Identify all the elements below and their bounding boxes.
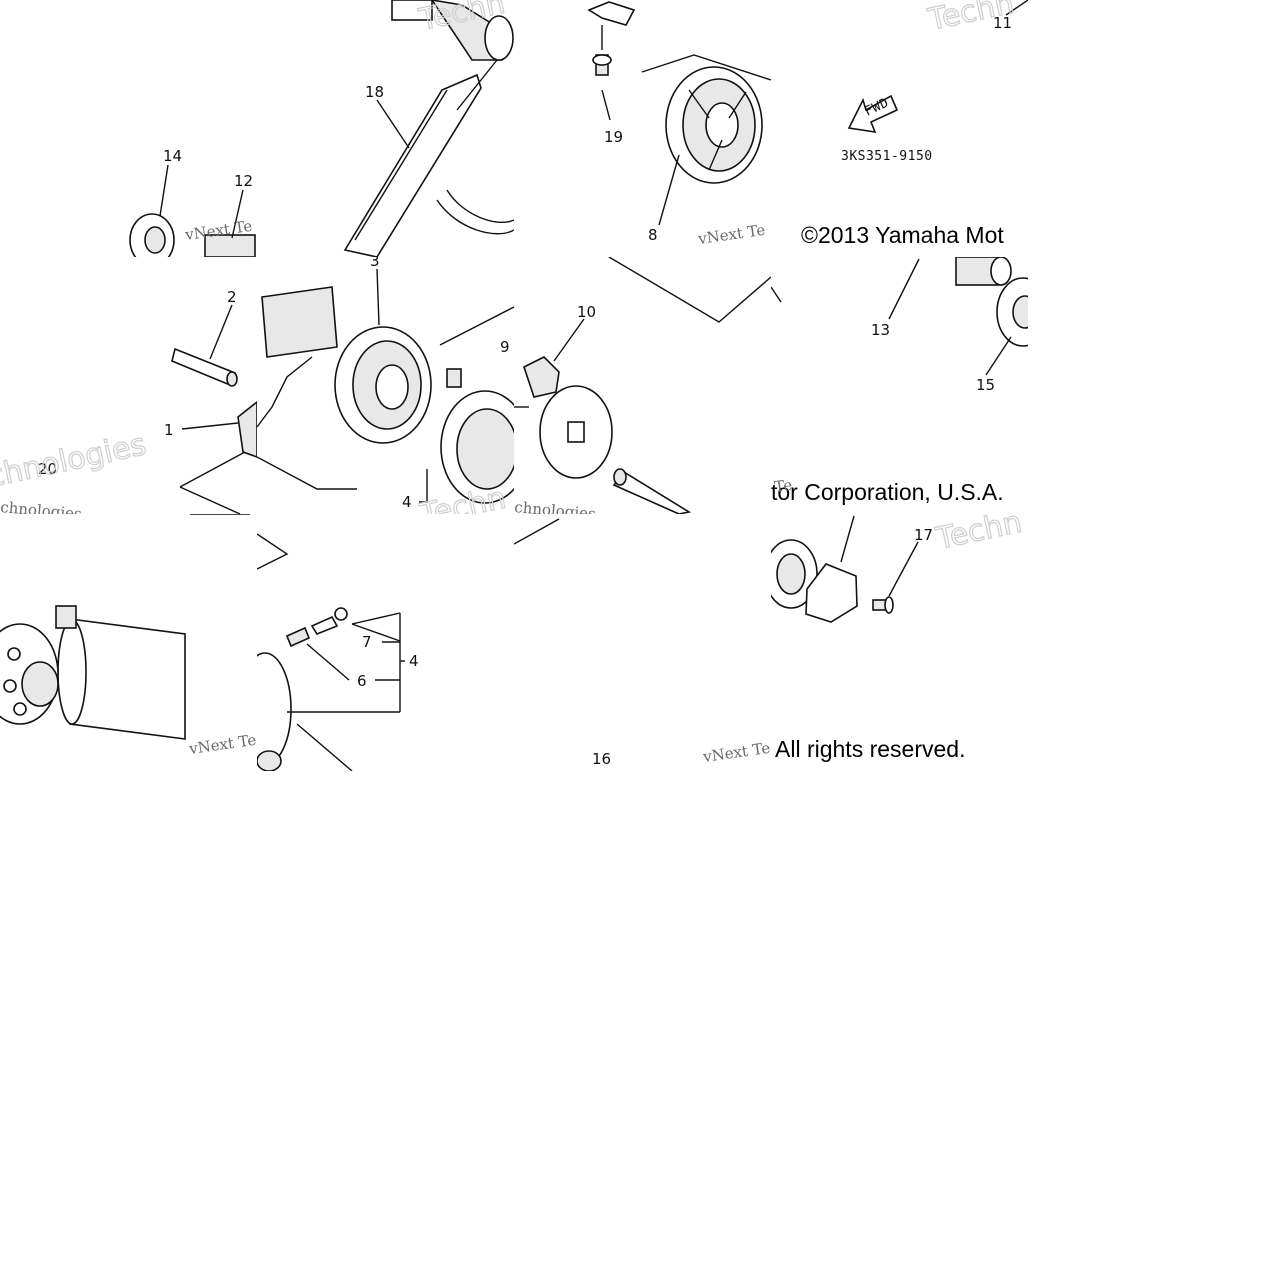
fwd-arrow-icon: FWD [847,94,899,134]
clutch-carrier-part [257,652,292,766]
bearing-part-15 [996,277,1028,347]
tile-r0c1: 18 Techn [257,0,514,257]
weight-part-10 [523,356,560,398]
bushing-part-13 [955,257,1012,286]
callout-17: 17 [914,526,933,544]
tile-r2c2: 16 vNext Te [514,514,771,771]
callout-8: 8 [648,226,658,244]
pressure-plate-part [539,385,613,479]
tile-r1c3: 13 15 tor Corporation, U.S.A. vNext Te [771,257,1028,514]
primary-shaft-part [612,468,692,514]
gear-shaft-part [391,0,514,61]
copyright-line-1: ©2013 Yamaha Mot [801,222,1004,248]
callout-12: 12 [234,172,253,190]
copyright-line-2: tor Corporation, U.S.A. [771,479,1004,505]
clutch-drum-part [440,390,514,504]
callout-18: 18 [365,83,384,101]
reduction-gear-part [0,623,59,725]
watermark-large: Techn [924,0,1017,38]
bolt-19 [592,54,612,76]
sprocket-part-1 [237,400,257,458]
callout-9: 9 [500,338,510,356]
tile-empty [0,0,257,257]
clutch-housing-part [665,66,763,184]
drive-belt-part [436,189,514,235]
callout-20: 20 [38,460,57,478]
callout-7: 7 [362,633,372,651]
gear-part [204,234,256,257]
callout-15: 15 [976,376,995,394]
tile-r1c0: 2 1 20 chnologies chnologies [0,257,257,514]
bearing-part [129,213,175,257]
watermark-text: vNext Te [696,221,766,248]
callout-4a: 4 [402,493,412,511]
copyright-line-3: All rights reserved. [775,736,965,762]
callout-10: 10 [577,303,596,321]
watermark-text: chnologies [0,498,82,514]
drive-chain-part [257,286,338,428]
watermark-text: vNext Te [701,739,771,766]
spring-part-7 [310,607,348,635]
roller-part-6 [285,626,311,648]
tile-r0c2: 19 8 vNext Te [514,0,771,257]
chain-guide-part [343,59,498,257]
cap-part [257,750,282,771]
callout-2: 2 [227,288,237,306]
bracket-part [587,1,636,26]
tile-r2c0: vNext Te [0,514,257,771]
starter-motor-part [55,605,186,740]
pin-part-2 [171,347,238,387]
tile-r1c2: 10 chnologies [514,257,771,514]
callout-6: 6 [357,672,367,690]
watermark-text: vNext Te [187,731,257,758]
watermark-large: Techn [932,514,1025,557]
callout-3: 3 [370,257,380,270]
callout-16: 16 [592,750,611,768]
gasket-plate-part [805,563,858,623]
callout-13: 13 [871,321,890,339]
part-code: 3KS351-9150 [841,149,933,164]
watermark-text: chnologies [514,498,596,514]
bolt-17 [872,596,894,614]
callout-14: 14 [163,147,182,165]
sprocket-part-3 [334,326,432,444]
callout-4b: 4 [409,652,419,670]
callout-11: 11 [993,14,1012,32]
callout-1: 1 [164,421,174,439]
tile-r2c1: 7 4 6 [257,514,514,771]
tile-r0c3: FWD 3KS351-9150 ©2013 Yamaha Mot 11 Tech… [771,0,1028,257]
watermark-large: chnologies [0,427,149,495]
callout-19: 19 [604,128,623,146]
tile-r2c3: 17 Techn All rights reserved. [771,514,1028,771]
seal-part [771,539,818,609]
tile-r1c1: 3 9 4 Techn [257,257,514,514]
bolt-9 [446,368,462,388]
tile-r0c0: 14 12 vNext Te [0,0,257,257]
